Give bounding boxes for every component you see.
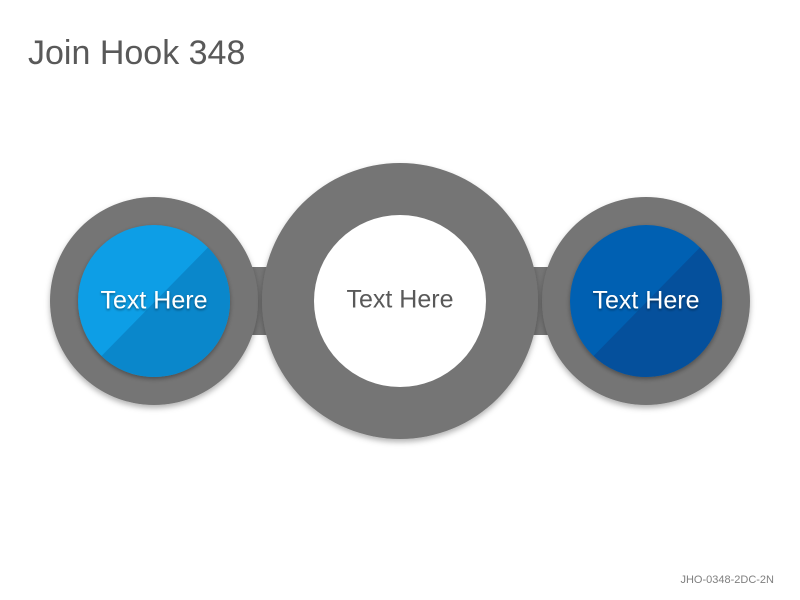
- node-right-label: Text Here: [593, 287, 700, 315]
- page-title: Join Hook 348: [28, 34, 246, 72]
- node-center-label: Text Here: [347, 286, 454, 314]
- node-right: Text Here: [570, 225, 722, 377]
- node-center-circle: [314, 215, 486, 387]
- node-center: Text Here: [314, 215, 486, 387]
- node-left-shade: [78, 225, 230, 377]
- node-left-label: Text Here: [101, 287, 208, 315]
- node-right-shade: [570, 225, 722, 377]
- footer-code: JHO-0348-2DC-2N: [680, 574, 774, 586]
- node-left: Text Here: [78, 225, 230, 377]
